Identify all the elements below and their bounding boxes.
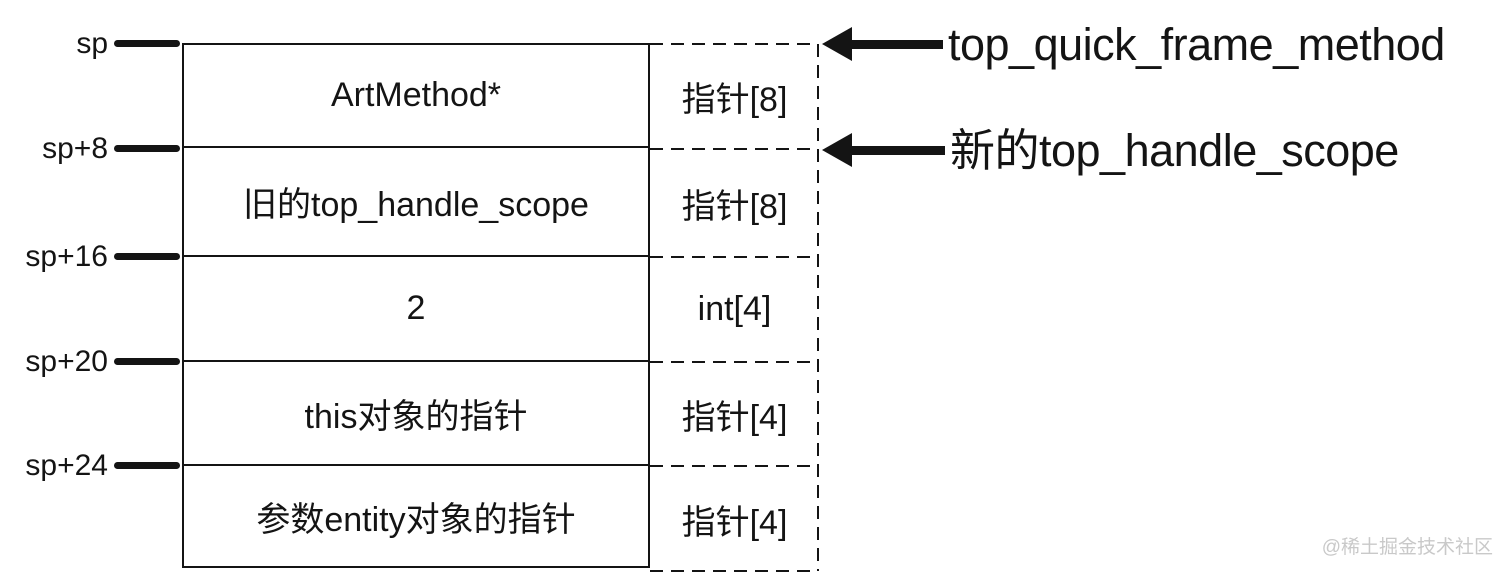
type-cell: 指针[8]	[650, 149, 819, 257]
address-tick	[114, 462, 180, 469]
address-label-sp8: sp+8	[42, 132, 108, 165]
type-cell-label: 指针[4]	[681, 503, 788, 542]
frame-row-value: 2	[406, 289, 426, 327]
arrow-left-icon	[822, 27, 852, 61]
address-tick	[114, 145, 180, 152]
type-column: 指针[8] 指针[8] int[4] 指针[4] 指针[4]	[650, 43, 819, 572]
annotation-top-quick-frame-method: top_quick_frame_method	[822, 18, 1445, 70]
frame-row-value: 旧的top_handle_scope	[243, 186, 589, 224]
watermark: @稀土掘金技术社区	[1321, 537, 1493, 558]
frame-row: this对象的指针	[184, 362, 648, 466]
address-label-sp16: sp+16	[25, 240, 108, 273]
type-cell-label: int[4]	[697, 290, 772, 328]
frame-row-value: 参数entity对象的指针	[256, 500, 576, 539]
frame-row-value: ArtMethod*	[330, 76, 502, 114]
stack-frame-table: ArtMethod* 旧的top_handle_scope 2 this对象的指…	[182, 43, 650, 568]
frame-row: 参数entity对象的指针	[184, 466, 648, 566]
arrow-line	[851, 39, 943, 49]
frame-row-value: this对象的指针	[304, 397, 528, 436]
frame-row: 2	[184, 257, 648, 362]
address-tick	[114, 253, 180, 260]
address-label-sp20: sp+20	[25, 345, 108, 378]
type-cell-label: 指针[4]	[681, 398, 788, 437]
dashed-border	[650, 43, 819, 572]
type-cell-label: 指针[8]	[681, 187, 788, 226]
annotation-label: top_quick_frame_method	[948, 18, 1445, 70]
type-cell: 指针[4]	[650, 362, 819, 466]
address-tick	[114, 40, 180, 47]
frame-row: ArtMethod*	[184, 45, 648, 148]
arrow-left-icon	[822, 133, 852, 167]
type-cell-label: 指针[8]	[681, 80, 788, 119]
annotation-label: 新的top_handle_scope	[950, 124, 1399, 176]
type-cell: 指针[4]	[650, 466, 819, 572]
address-label-sp24: sp+24	[25, 449, 108, 482]
frame-row: 旧的top_handle_scope	[184, 148, 648, 257]
address-tick	[114, 358, 180, 365]
arrow-line	[851, 145, 945, 155]
address-label-sp: sp	[76, 27, 108, 60]
annotation-new-top-handle-scope: 新的top_handle_scope	[822, 124, 1399, 176]
type-cell: 指针[8]	[650, 43, 819, 149]
type-cell: int[4]	[650, 257, 819, 362]
